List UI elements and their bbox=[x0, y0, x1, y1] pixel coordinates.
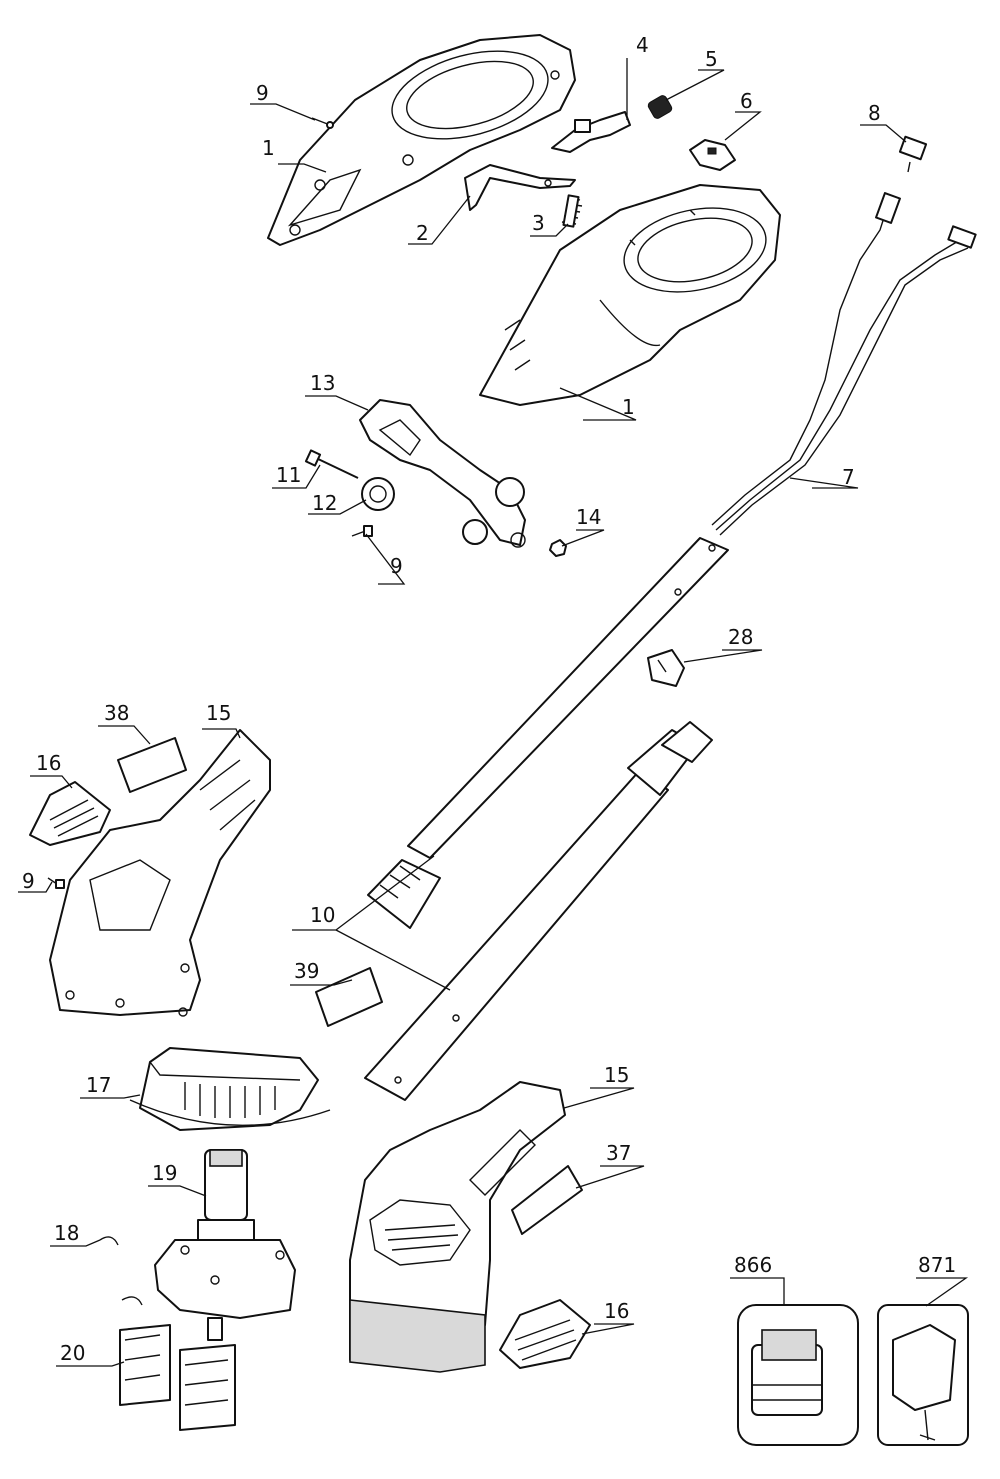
part-4-lock-lever bbox=[551, 111, 631, 153]
part-16-vent-cover-left bbox=[29, 781, 111, 846]
callout-6: 6 bbox=[740, 89, 753, 113]
part-8-connector bbox=[898, 135, 928, 173]
callout-28: 28 bbox=[728, 625, 753, 649]
callout-9-top: 9 bbox=[256, 81, 269, 105]
part-10-lower-tube bbox=[364, 721, 713, 1101]
part-12-knob bbox=[361, 477, 395, 511]
callout-12: 12 bbox=[312, 491, 337, 515]
part-28-clip bbox=[647, 649, 685, 687]
part-9-screw-middle bbox=[351, 525, 373, 537]
callout-4: 4 bbox=[636, 33, 649, 57]
part-1-handle-housing-left bbox=[267, 34, 576, 246]
callout-866: 866 bbox=[734, 1253, 772, 1277]
part-19-motor bbox=[197, 1149, 255, 1241]
callout-1-upper: 1 bbox=[262, 136, 275, 160]
part-14-nut bbox=[549, 539, 567, 557]
callout-38: 38 bbox=[104, 701, 129, 725]
part-871-charger-inset bbox=[877, 1304, 969, 1446]
callout-17: 17 bbox=[86, 1073, 111, 1097]
callout-19: 19 bbox=[152, 1161, 177, 1185]
callout-11: 11 bbox=[276, 463, 301, 487]
part-15-motor-housing-left bbox=[49, 729, 271, 1017]
callout-7: 7 bbox=[842, 465, 855, 489]
part-38-label bbox=[117, 737, 187, 793]
callout-20: 20 bbox=[60, 1341, 85, 1365]
part-9-screw-top bbox=[311, 117, 334, 129]
callout-39: 39 bbox=[294, 959, 319, 983]
part-20-tines bbox=[119, 1324, 236, 1431]
part-17-motor-cover bbox=[129, 1047, 331, 1131]
part-5-spring bbox=[647, 95, 673, 119]
callout-labels: 1 1 2 3 4 5 6 7 8 9 9 9 10 11 12 13 14 1… bbox=[22, 33, 956, 1365]
part-3-spring bbox=[561, 194, 583, 228]
gearbox-assembly bbox=[154, 1239, 296, 1341]
callout-16-left: 16 bbox=[36, 751, 61, 775]
callout-15-right: 15 bbox=[604, 1063, 629, 1087]
callout-3: 3 bbox=[532, 211, 545, 235]
part-39-label bbox=[315, 967, 383, 1027]
callout-37: 37 bbox=[606, 1141, 631, 1165]
callout-9-middle: 9 bbox=[390, 554, 403, 578]
part-7-wire-harness bbox=[711, 192, 977, 536]
callout-15-left: 15 bbox=[206, 701, 231, 725]
callout-13: 13 bbox=[310, 371, 335, 395]
part-10-upper-tube bbox=[367, 537, 729, 929]
callout-10: 10 bbox=[310, 903, 335, 927]
callout-5: 5 bbox=[705, 47, 718, 71]
callout-871: 871 bbox=[918, 1253, 956, 1277]
callout-14: 14 bbox=[576, 505, 601, 529]
callout-2: 2 bbox=[416, 221, 429, 245]
callout-16-right: 16 bbox=[604, 1299, 629, 1323]
callout-1-lower: 1 bbox=[622, 395, 635, 419]
part-2-trigger bbox=[464, 164, 576, 211]
part-15-motor-housing-right bbox=[349, 1081, 566, 1373]
callout-8: 8 bbox=[868, 101, 881, 125]
part-11-bolt bbox=[304, 449, 359, 479]
part-6-switch bbox=[689, 139, 736, 171]
part-37-label bbox=[511, 1165, 583, 1235]
leader-lines bbox=[18, 58, 969, 1367]
part-18-clips bbox=[99, 1236, 143, 1306]
callout-18: 18 bbox=[54, 1221, 79, 1245]
part-9-screw-left bbox=[47, 877, 65, 889]
callout-9-left: 9 bbox=[22, 869, 35, 893]
part-13-aux-handle bbox=[359, 399, 526, 548]
part-866-battery-inset bbox=[737, 1304, 859, 1446]
part-1-handle-housing-right bbox=[479, 184, 781, 406]
part-16-vent-cover-right bbox=[499, 1299, 591, 1369]
